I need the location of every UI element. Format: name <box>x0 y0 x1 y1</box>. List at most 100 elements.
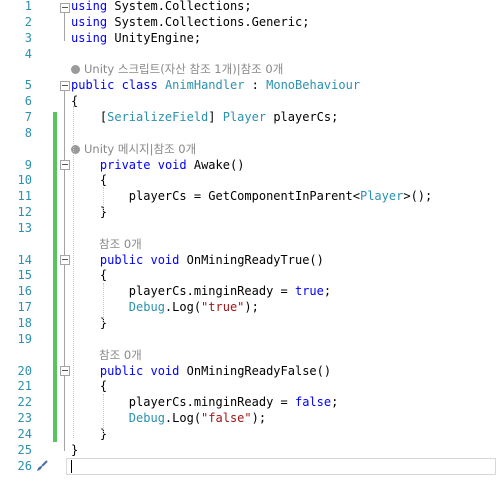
line-number: 6 <box>24 94 32 109</box>
line-number: 13 <box>17 220 32 235</box>
line-number: 9 <box>24 157 32 172</box>
line-number: 5 <box>24 78 32 93</box>
codelens-line: Unity 스크립트(자산 참조 1개)|참조 0개 <box>0 62 496 78</box>
code-token <box>150 158 157 172</box>
indent-guide-class <box>73 106 74 438</box>
line-number: 20 <box>17 363 32 378</box>
code-token: } <box>71 442 79 457</box>
code-token: using <box>71 30 108 45</box>
code-text[interactable]: { <box>71 94 78 110</box>
code-text[interactable]: playerCs.minginReady = true; <box>71 284 331 300</box>
fold-toggle-awake[interactable] <box>60 160 70 170</box>
code-token: System.Collections; <box>107 0 252 13</box>
current-line-highlight <box>66 458 496 475</box>
code-text[interactable]: public class AnimHandler : MonoBehaviour <box>71 78 360 94</box>
code-text[interactable]: } <box>71 443 78 459</box>
code-text[interactable]: playerCs.minginReady = false; <box>71 395 339 411</box>
code-text[interactable]: { <box>71 379 107 395</box>
code-text[interactable]: } <box>71 205 107 221</box>
fold-toggle-usings[interactable] <box>60 3 70 13</box>
codelens-info[interactable]: 참조 0개 <box>99 348 142 364</box>
code-token: { <box>71 173 108 188</box>
code-line: 6{ <box>0 94 496 110</box>
line-number: 16 <box>17 284 32 299</box>
line-number: 18 <box>17 316 32 330</box>
code-line: 7 [SerializeField] Player playerCs; <box>0 110 496 126</box>
code-token: MonoBehaviour <box>266 78 361 93</box>
code-token: ; <box>331 395 339 410</box>
code-token: playerCs.minginReady = <box>71 395 295 410</box>
code-token: OnMiningReadyTrue() <box>179 252 324 267</box>
code-line: 2 using System.Collections.Generic; <box>0 15 496 31</box>
indent-guide-awake <box>103 187 104 211</box>
line-number: 21 <box>17 379 32 394</box>
line-number: 4 <box>24 46 32 61</box>
code-text[interactable]: } <box>71 316 107 332</box>
unity-gear-icon <box>71 144 80 154</box>
line-number: 10 <box>17 173 32 188</box>
code-line: 17 Debug.Log("true"); <box>0 300 496 316</box>
code-text[interactable]: using UnityEngine; <box>71 31 201 47</box>
code-text[interactable]: { <box>71 173 107 189</box>
codelens-info[interactable]: Unity 메시지|참조 0개 <box>71 142 196 158</box>
line-number: 7 <box>24 109 32 124</box>
code-token: Player <box>359 189 404 204</box>
codelens-info[interactable]: 참조 0개 <box>99 237 142 253</box>
code-text[interactable]: public void OnMiningReadyTrue() <box>71 253 324 269</box>
code-token: false <box>294 395 332 410</box>
code-token <box>71 300 129 314</box>
line-number: 12 <box>17 205 32 220</box>
code-text[interactable]: public void OnMiningReadyFalse() <box>71 364 331 380</box>
code-token: AnimHandler <box>164 78 245 93</box>
codelens-line: 참조 0개 <box>0 237 496 253</box>
code-token: public <box>71 78 115 93</box>
fold-toggle-mining-false[interactable] <box>60 366 70 376</box>
code-token <box>158 78 165 92</box>
code-token: void <box>150 252 180 267</box>
code-line: 15 { <box>0 268 496 284</box>
line-number: 2 <box>24 14 32 29</box>
code-text[interactable]: playerCs = GetComponentInParent<Player>(… <box>71 189 432 205</box>
line-number: 11 <box>17 189 32 204</box>
code-text[interactable]: Debug.Log("true"); <box>71 300 259 316</box>
code-text[interactable]: private void Awake() <box>71 157 245 174</box>
code-text[interactable]: using System.Collections.Generic; <box>71 15 309 31</box>
code-text[interactable]: { <box>71 268 107 284</box>
code-line: 8 <box>0 126 496 142</box>
code-token: UnityEngine; <box>107 30 202 45</box>
code-text[interactable]: using System.Collections; <box>71 0 252 15</box>
code-line: 13 <box>0 221 496 237</box>
codelens-info[interactable]: Unity 스크립트(자산 참조 1개)|참조 0개 <box>71 62 283 78</box>
codelens-text: Unity 메시지|참조 0개 <box>84 141 197 156</box>
paintbrush-icon[interactable] <box>36 460 48 472</box>
fold-toggle-class[interactable] <box>60 81 70 91</box>
code-token: class <box>121 78 158 93</box>
code-token: } <box>71 205 108 220</box>
code-token: { <box>71 379 108 394</box>
line-number: 14 <box>17 252 32 267</box>
code-token: { <box>71 268 108 283</box>
line-number: 23 <box>17 411 32 426</box>
code-token: >(); <box>403 189 433 204</box>
code-token: public <box>71 252 144 267</box>
code-token: playerCs; <box>266 109 339 124</box>
codelens-text: 참조 0개 <box>99 347 142 362</box>
indent-guide-mining-false <box>103 394 104 434</box>
fold-toggle-mining-true[interactable] <box>60 255 70 265</box>
code-token: .Log( <box>164 300 202 315</box>
code-token: .Log( <box>164 411 202 426</box>
code-token: Awake() <box>186 157 245 172</box>
code-line: 20 public void OnMiningReadyFalse() <box>0 364 496 380</box>
line-number: 1 <box>24 0 32 13</box>
code-token: Debug <box>128 411 165 426</box>
code-token <box>114 78 121 92</box>
code-token: private <box>71 157 151 172</box>
code-text[interactable]: } <box>71 427 107 443</box>
change-bar <box>53 112 57 442</box>
code-text[interactable]: Debug.Log("false"); <box>71 411 266 427</box>
code-text[interactable]: [SerializeField] Player playerCs; <box>71 110 338 126</box>
line-number: 24 <box>17 426 32 441</box>
code-token: playerCs.minginReady = <box>71 284 295 299</box>
code-token: Debug <box>128 300 165 315</box>
